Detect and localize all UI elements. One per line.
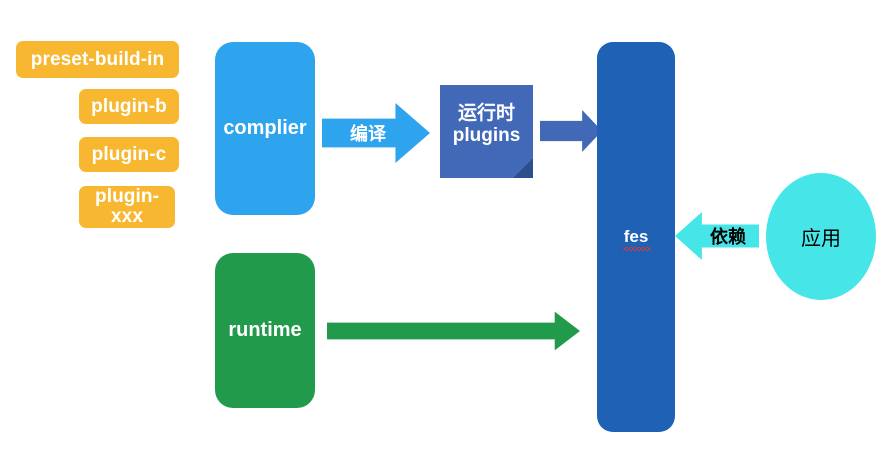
node-plugin-c[interactable]: plugin-c <box>79 137 179 172</box>
node-label: runtime <box>228 319 302 342</box>
node-fes[interactable]: fes <box>597 42 675 432</box>
arrow-tail-stripe <box>332 323 334 339</box>
node-label: plugin-c <box>91 143 167 165</box>
node-application[interactable]: 应用 <box>766 173 876 300</box>
node-label-line2: plugins <box>452 124 521 146</box>
arrow-tail-stripe <box>540 124 543 138</box>
arrow-compile: 编译 <box>322 103 430 163</box>
arrow-dependency-label: 依赖 <box>710 227 746 247</box>
node-label: complier <box>223 117 307 140</box>
node-plugin-b[interactable]: plugin-b <box>79 89 179 124</box>
node-label: preset-build-in <box>30 48 165 70</box>
node-runtime[interactable]: runtime <box>215 253 315 408</box>
arrow-dependency: 依赖 <box>675 212 759 260</box>
node-preset-build-in[interactable]: preset-build-in <box>16 41 179 78</box>
arrow-runtime-to-fes-body <box>327 311 580 351</box>
node-runtime-plugins-label: 运行时 plugins <box>453 103 521 147</box>
node-label-line1: 运行时 <box>457 102 515 124</box>
node-label: 应用 <box>801 228 841 250</box>
node-complier[interactable]: complier <box>215 42 315 215</box>
node-label: fes <box>622 227 651 251</box>
arrow-tail-stripe <box>546 124 549 138</box>
arrow-tail-stripe <box>323 124 326 142</box>
node-label: plugin-xxx <box>94 186 159 227</box>
node-runtime-plugins-body: 运行时 plugins <box>440 85 533 178</box>
node-runtime-plugins[interactable]: 运行时 plugins <box>440 85 533 178</box>
arrow-plugins-to-fes-body <box>540 110 602 152</box>
arrow-runtime-to-fes <box>327 310 580 352</box>
arrow-plugins-to-fes <box>540 110 602 152</box>
arrow-tail-stripe <box>327 323 329 339</box>
node-plugin-xxx[interactable]: plugin-xxx <box>79 186 175 228</box>
arrow-compile-label: 编译 <box>350 124 386 144</box>
arrow-tail-stripe <box>329 124 332 142</box>
node-label: plugin-b <box>91 95 167 117</box>
